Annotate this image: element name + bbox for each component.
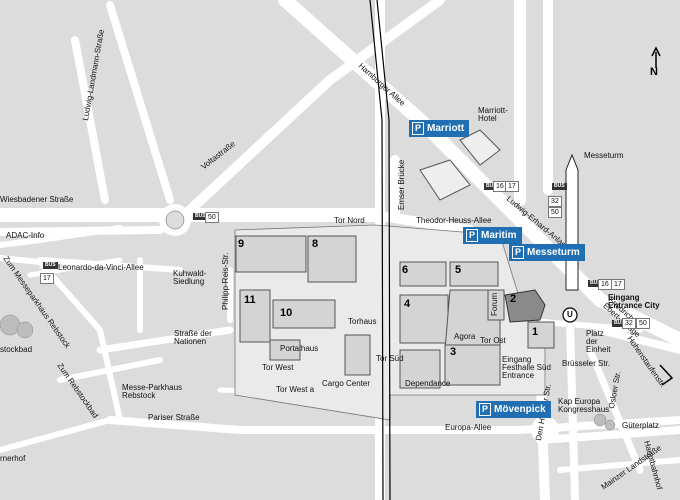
parking-marriott[interactable]: P Marriott [409,120,470,137]
hall-9-number: 9 [238,238,245,250]
parking-maritim-label: Maritim [481,230,517,241]
place-marriott-hotel: Marriott-Hotel [478,106,508,123]
parking-icon: P [466,229,478,242]
place-forum: Forum [490,292,499,316]
parking-messeturm-label: Messeturm [527,247,580,258]
bus-line-ne2-b: 50 [548,207,562,218]
place-portalhaus: Portalhaus [280,344,319,353]
street-philipp-reis: Philipp-Reis-Str. [221,252,230,310]
parking-icon: P [479,403,491,416]
bus-stop-nord-icon: BUS [193,213,208,220]
hauptbahnhof-arrow-icon [659,364,674,386]
north-arrow-icon [651,46,661,68]
parking-moevenpick[interactable]: P Mövenpick [476,401,551,418]
place-tor-west-a: Tor West a [276,385,315,394]
parking-moevenpick-label: Mövenpick [494,404,546,415]
parking-maritim[interactable]: P Maritim [463,227,522,244]
bus-line-se-b: 50 [636,318,650,329]
place-torhaus: Torhaus [348,317,377,326]
place-eingang-city: Eingang Entrance City [608,293,660,310]
place-tor-nord: Tor Nord [334,216,365,225]
bus-stop-se-icon: BUS [612,320,627,327]
street-emser-bruecke: Emser Brücke [397,159,406,210]
hall-2-number: 2 [510,293,517,305]
place-adac-info: ADAC-Info [6,231,45,240]
place-platz-der-einheit: Platz der Einheit [586,329,611,354]
place-messe-parkhaus: Messe-Parkhaus Rebstock [122,383,183,400]
hall-8-number: 8 [312,238,319,250]
ubahn-icon: U [567,310,573,319]
bus-stop-ost-icon: BUS [588,280,603,287]
street-europa-allee: Europa-Allee [445,423,492,432]
place-messeturm: Messeturm [584,151,624,160]
hall-1-number: 1 [532,326,539,338]
bus-line-ost-a: 16 [598,279,612,290]
parking-icon: P [512,246,524,259]
bus-stop-west-icon: BUS [43,262,58,269]
street-theodor-heuss: Theodor-Heuss-Allee [416,216,492,225]
place-tor-west: Tor West [262,363,294,372]
place-dependance: Dependance [405,379,451,388]
hall-buildings [235,235,555,389]
street-pariser: Pariser Straße [148,413,200,422]
bus-line-nord: 50 [205,212,219,223]
place-kap-europa: Kap Europa Kongresshaus [558,397,610,414]
hotel-buildings [419,129,501,201]
place-agora: Agora [454,332,476,341]
bus-stop-ne-icon: BUS [484,183,499,190]
ubahn-station-circle [562,307,578,323]
street-leonardo: Leonardo-da-Vinci-Allee [58,263,144,272]
bus-line-ost-b: 17 [611,279,625,290]
hall-5-number: 5 [455,264,462,276]
street-wiesbadener: Wiesbadener Straße [0,195,74,204]
hall-11-number: 11 [244,294,256,306]
railway [369,0,391,500]
north-label: N [650,66,658,78]
parking-icon: P [412,122,424,135]
bus-line-ne-b: 17 [505,181,519,192]
messeturm-tower [565,153,579,291]
hall-10-number: 10 [280,307,293,319]
street-bruesseler: Brüsseler Str. [562,359,611,368]
bus-line-se-a: 32 [622,318,636,329]
hall-4-number: 4 [404,298,411,310]
bus-line-west: 17 [40,273,54,284]
tree-areas [0,314,616,431]
place-cargo-center: Cargo Center [322,379,371,388]
parking-messeturm[interactable]: P Messeturm [509,244,585,261]
place-eingang-sued: Eingang Festhalle Süd Entrance [502,355,551,380]
roundabout-south [531,416,559,444]
place-tor-ost: Tor Ost [480,336,506,345]
place-stockbad: stockbad [0,345,33,354]
place-gueterplatz: Güterplatz [622,421,659,430]
place-rnerhof: rnerhof [0,454,26,463]
place-kuhwald: Kuhwald-Siedlung [173,269,207,286]
roundabout-island [165,210,185,230]
street-strasse-der-nationen: Straße der Nationen [174,329,212,346]
bus-line-ne2-a: 32 [548,196,562,207]
bus-stop-ne2-icon: BUS [552,183,567,190]
hall-6-number: 6 [402,264,409,276]
parking-marriott-label: Marriott [427,123,465,134]
hall-3-number: 3 [450,346,457,358]
place-tor-sued: Tor Süd [376,354,404,363]
hall-2-building [504,289,546,323]
